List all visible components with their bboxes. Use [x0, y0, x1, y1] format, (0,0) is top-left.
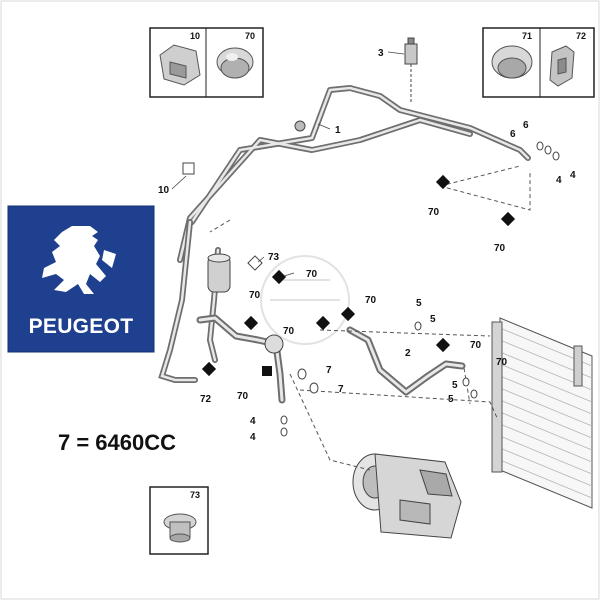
lion-icon — [42, 226, 116, 294]
callout-label: 5 — [452, 380, 458, 391]
callout-label: 7 — [326, 365, 332, 376]
callout-label: 4 — [250, 432, 256, 443]
ac-compressor — [352, 453, 462, 539]
callout-label: 4 — [570, 170, 576, 181]
callout-label: 7 — [338, 384, 344, 395]
watermark — [260, 255, 350, 345]
callout-label: 10 — [158, 185, 170, 196]
inset-box-73: 73 — [149, 486, 209, 555]
callout-label: 6 — [510, 129, 516, 140]
callout-label: 70 — [428, 207, 440, 218]
rubber-grommet-icon — [216, 47, 254, 79]
inset-box-71-72: 71 72 — [482, 27, 595, 98]
callout-label: 70 — [306, 269, 318, 280]
condenser — [491, 317, 593, 509]
callout-label: 5 — [430, 314, 436, 325]
callout-label: 2 — [405, 348, 411, 359]
peugeot-logo: PEUGEOT — [7, 205, 155, 353]
callout-label: 70 — [365, 295, 377, 306]
pressure-switch — [404, 37, 418, 104]
leader-lines — [209, 165, 531, 471]
grommet-plug-icon — [163, 513, 197, 543]
bracket-clip-icon — [549, 45, 575, 87]
part-reference: 7 = 6460CC — [58, 430, 176, 455]
callout-label: 1 — [335, 125, 341, 136]
inset-number: 73 — [190, 490, 200, 500]
o-rings — [280, 141, 560, 437]
callout-label: 70 — [470, 340, 482, 351]
inset-number: 70 — [245, 31, 255, 41]
callout-label: 72 — [200, 394, 212, 405]
inset-number: 71 — [522, 31, 532, 41]
rubber-grommet-icon — [491, 45, 533, 79]
brand-name: PEUGEOT — [29, 315, 134, 338]
callout-label: 73 — [268, 252, 280, 263]
diamond-markers — [201, 174, 516, 377]
callout-label: 6 — [523, 120, 529, 131]
inset-number: 10 — [190, 31, 200, 41]
callout-label: 70 — [494, 243, 506, 254]
callout-label: 5 — [448, 394, 454, 405]
callout-label: 70 — [496, 357, 508, 368]
callout-labels: 1 2 3 4 4 4 4 5 5 5 5 6 6 7 7 10 70 70 7… — [158, 48, 576, 443]
callout-label: 70 — [283, 326, 295, 337]
inset-number: 72 — [576, 31, 586, 41]
callout-label: 70 — [237, 391, 249, 402]
callout-label: 5 — [416, 298, 422, 309]
dryer-canister — [207, 253, 231, 293]
callout-label: 70 — [249, 290, 261, 301]
callout-label: 4 — [250, 416, 256, 427]
callout-label: 4 — [556, 175, 562, 186]
square-markers — [182, 162, 263, 271]
inset-box-10-70: 10 70 — [149, 27, 264, 98]
clip-part-icon — [159, 44, 201, 86]
callout-label: 3 — [378, 48, 384, 59]
